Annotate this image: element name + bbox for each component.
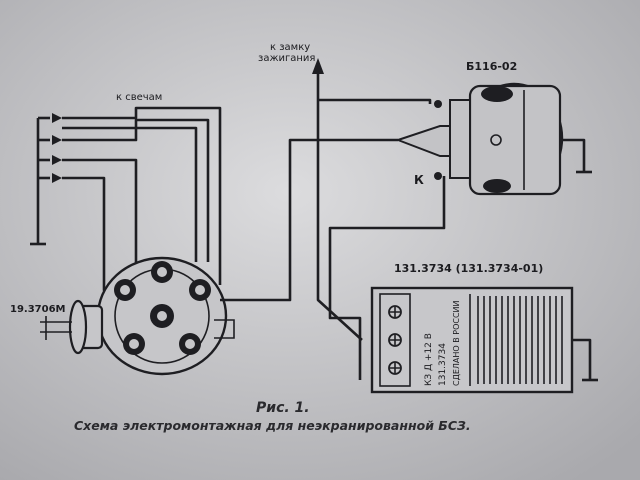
spark-plug-arrows bbox=[30, 113, 62, 246]
figure-caption: Схема электромонтажная для неэкранирован… bbox=[74, 418, 471, 433]
switch-body-model: 131.3734 bbox=[438, 343, 448, 386]
label-switch-model: 131.3734 (131.3734-01) bbox=[394, 262, 543, 275]
ignition-lock-arrow bbox=[312, 58, 324, 74]
distributor bbox=[40, 256, 235, 376]
figure-number: Рис. 1. bbox=[256, 400, 310, 416]
switch-terminals-label: КЗ Д +12 В bbox=[424, 333, 434, 386]
electronic-switch bbox=[370, 286, 598, 394]
low-voltage-wires bbox=[220, 72, 446, 380]
label-to-spark-plugs: к свечам bbox=[116, 92, 162, 103]
spark-plug-leads bbox=[62, 106, 222, 292]
switch-made-in: СДЕЛАНО В РОССИИ bbox=[452, 300, 461, 386]
label-distributor: 19.3706М bbox=[10, 304, 66, 315]
label-coil-terminal-k: К bbox=[414, 173, 424, 187]
label-to-ignition-lock-2: зажигания bbox=[258, 53, 315, 64]
ignition-coil bbox=[395, 82, 592, 196]
label-to-ignition-lock-1: к замку bbox=[270, 42, 310, 53]
label-coil: Б116-02 bbox=[466, 60, 517, 73]
